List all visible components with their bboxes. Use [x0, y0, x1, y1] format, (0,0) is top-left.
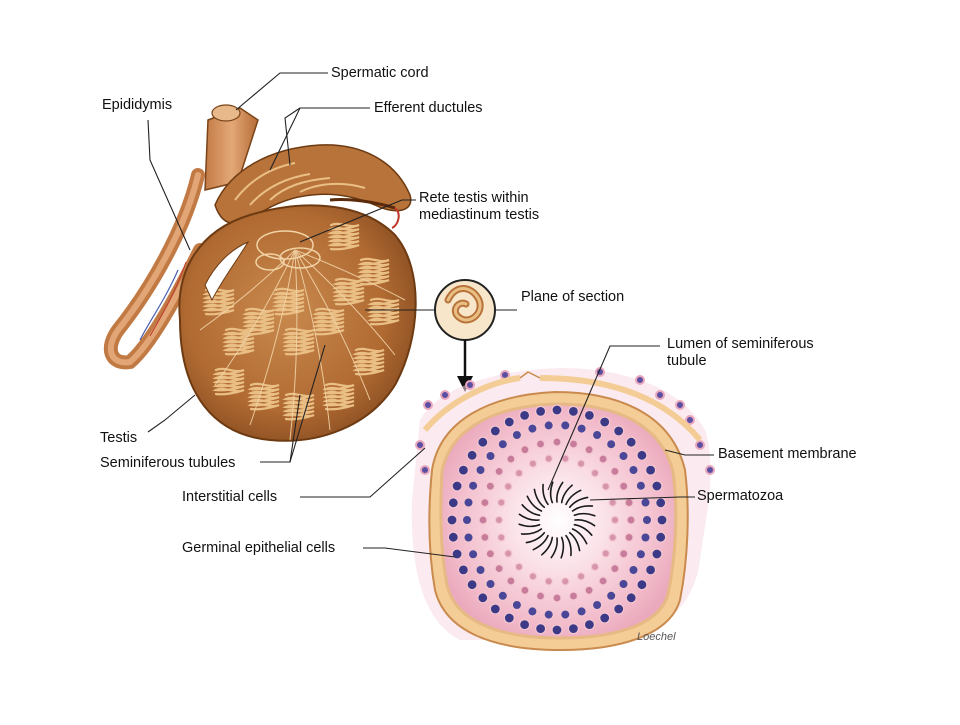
label-spermatozoa: Spermatozoa	[697, 488, 784, 504]
plane-of-section-magnifier	[434, 279, 496, 392]
label-epididymis: Epididymis	[102, 97, 173, 113]
leader-lines	[147, 72, 714, 558]
label-rete-testis-line1: Rete testis within	[419, 190, 529, 206]
testis-drawing	[178, 204, 417, 442]
label-testis: Testis	[100, 430, 138, 446]
label-basement-membrane: Basement membrane	[718, 446, 857, 462]
label-spermatic-cord: Spermatic cord	[331, 65, 429, 81]
label-lumen-line1: Lumen of seminiferous	[667, 336, 814, 352]
artist-signature: Loechel	[637, 631, 676, 643]
label-efferent-ductules: Efferent ductules	[374, 100, 483, 116]
label-germinal-epithelial-cells: Germinal epithelial cells	[182, 540, 336, 556]
spermatic-cord-drawing	[103, 104, 259, 370]
epididymis-drawing	[214, 144, 412, 229]
label-lumen-line2: tubule	[667, 353, 707, 369]
tubule-cross-section	[411, 367, 715, 652]
label-rete-testis-line2: mediastinum testis	[419, 207, 540, 223]
label-seminiferous-tubules: Seminiferous tubules	[100, 455, 236, 471]
label-plane-of-section: Plane of section	[521, 289, 625, 305]
label-interstitial-cells: Interstitial cells	[182, 489, 278, 505]
